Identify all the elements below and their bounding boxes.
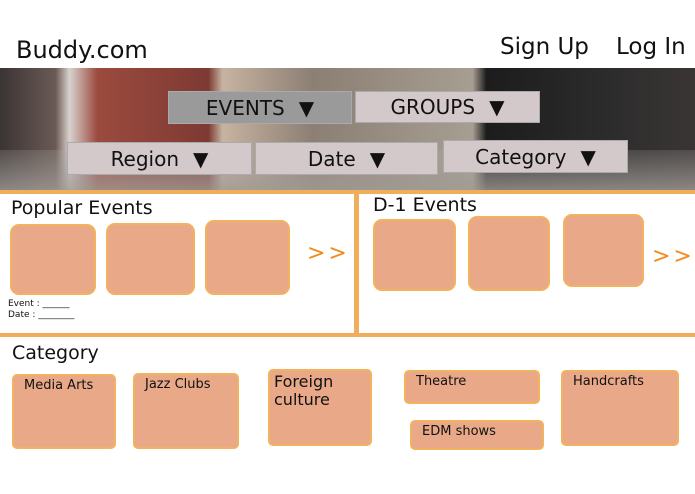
category-media-arts[interactable]: Media Arts <box>12 374 116 449</box>
chevron-down-icon: ▼ <box>489 95 505 119</box>
chevron-down-icon: ▼ <box>193 146 209 171</box>
event-card[interactable] <box>373 219 456 291</box>
sign-up-link[interactable]: Sign Up <box>500 34 589 60</box>
events-label: EVENTS <box>205 95 285 120</box>
event-label: Event : ______ <box>8 299 70 309</box>
divider <box>354 190 359 336</box>
popular-events-title: Popular Events <box>11 197 153 219</box>
event-caption: Event : ______Date : ________ <box>8 299 74 321</box>
event-card[interactable] <box>106 223 195 295</box>
event-card[interactable] <box>563 214 644 287</box>
category-theatre[interactable]: Theatre <box>404 370 540 404</box>
event-card[interactable] <box>10 224 96 295</box>
category-jazz-clubs[interactable]: Jazz Clubs <box>133 373 239 449</box>
date-dropdown[interactable]: Date ▼ <box>255 142 438 175</box>
event-card[interactable] <box>468 216 550 291</box>
divider <box>0 190 695 194</box>
region-label: Region <box>110 146 180 171</box>
category-label: Category <box>475 144 567 169</box>
events-dropdown[interactable]: EVENTS ▼ <box>168 91 352 124</box>
category-handcrafts[interactable]: Handcrafts <box>561 370 679 446</box>
chevron-down-icon: ▼ <box>369 146 386 171</box>
chevron-down-icon: ▼ <box>298 95 315 120</box>
d1-more-button[interactable]: >> <box>652 244 695 269</box>
category-dropdown[interactable]: Category ▼ <box>443 140 628 173</box>
groups-label: GROUPS <box>390 95 476 119</box>
log-in-link[interactable]: Log In <box>616 34 686 60</box>
divider <box>0 333 695 337</box>
chevron-down-icon: ▼ <box>580 144 596 169</box>
date-label: Date : ________ <box>8 310 75 320</box>
event-card[interactable] <box>205 220 290 295</box>
category-title: Category <box>12 342 99 364</box>
popular-more-button[interactable]: >> <box>307 241 350 266</box>
d1-events-title: D-1 Events <box>373 194 477 216</box>
date-label: Date <box>307 146 356 171</box>
groups-dropdown[interactable]: GROUPS ▼ <box>355 91 540 123</box>
category-edm-shows[interactable]: EDM shows <box>410 420 544 450</box>
logo[interactable]: Buddy.com <box>16 36 148 64</box>
category-foreign-culture[interactable]: Foreign culture <box>268 369 372 446</box>
region-dropdown[interactable]: Region ▼ <box>67 142 252 175</box>
